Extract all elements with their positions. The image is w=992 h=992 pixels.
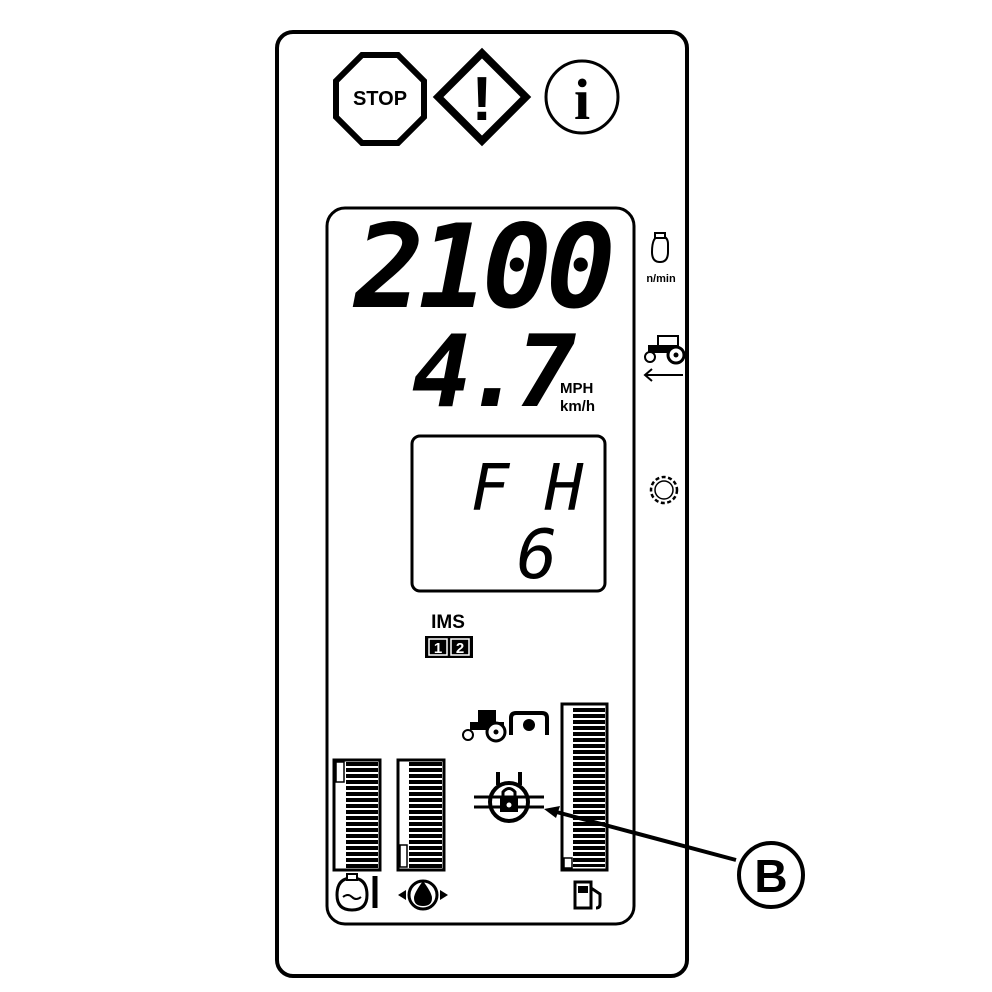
transmission-box [410,434,607,593]
stop-icon: STOP [333,52,427,146]
engine-speed-readout: 2100 [352,200,611,335]
ims-mode-indicators: 1 2 [425,636,473,658]
callout-leader-line [548,808,737,862]
fuel-gauge [560,702,609,872]
oil-pressure-icon [398,879,448,911]
speed-unit-mph: MPH [560,380,593,397]
ground-speed-readout: 4.7 [412,313,576,430]
caution-icon: ! [432,47,532,147]
diff-lock-icon [474,772,544,823]
caution-symbol: ! [472,65,493,134]
tractor-diff-lock-icon [462,710,549,743]
callout-b: B [737,841,805,909]
callout-arrowhead [544,806,560,818]
callout-label: B [754,850,787,902]
stop-label: STOP [353,88,407,110]
coolant-temp-icon [335,873,378,912]
pto-gear-icon [649,475,679,505]
ims-label: IMS [431,612,465,633]
pressure-gauge [396,758,446,872]
engine-speed-unit: n/min [646,273,676,285]
fuel-pump-icon [573,880,602,910]
coolant-temp-gauge [332,758,382,872]
info-symbol: i [574,67,590,132]
ims-mode-1: 1 [434,640,442,657]
tractor-ground-speed-icon [643,335,686,382]
ims-mode-2: 2 [456,640,464,657]
transmission-range: H [544,452,584,526]
gear-number: 6 [517,516,558,595]
engine-speed-icon [650,232,669,264]
info-icon: i [544,59,620,135]
transmission-direction: F [471,452,511,526]
speed-unit-kmh: km/h [560,398,595,415]
